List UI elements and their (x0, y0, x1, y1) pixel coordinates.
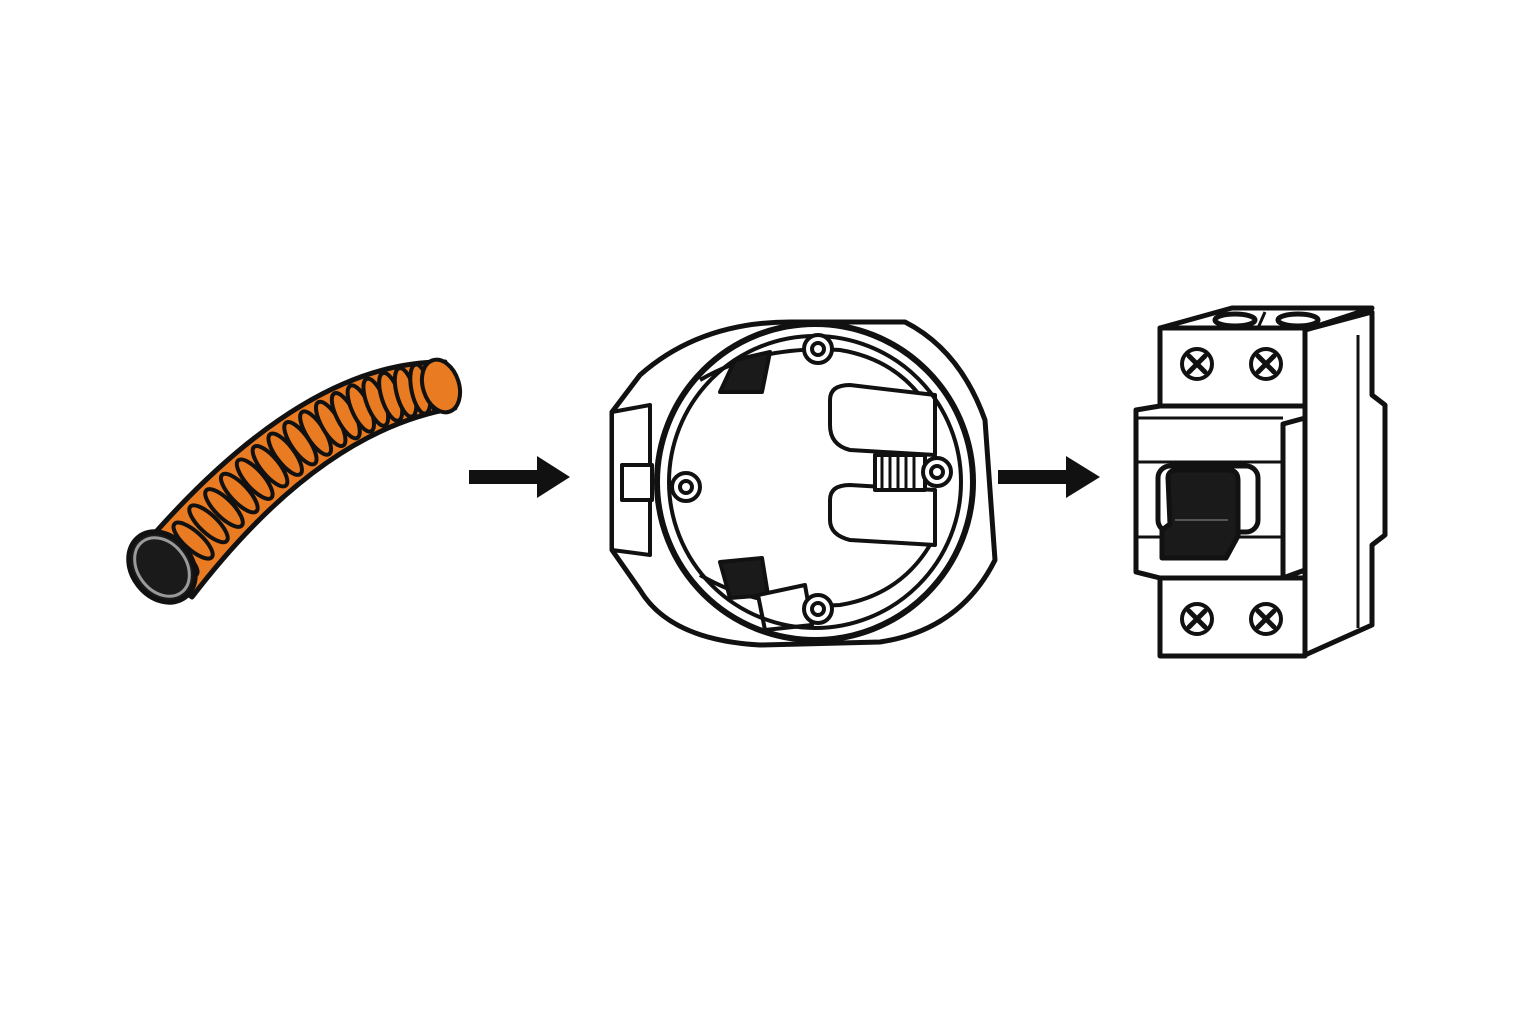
box-screw-channel (828, 483, 937, 547)
conduit-ribs (155, 359, 447, 578)
conduit-rib (203, 487, 245, 529)
corrugated-conduit-icon (126, 357, 463, 605)
conduit-opening-rim (133, 536, 191, 598)
screw-icon (1249, 347, 1283, 381)
conduit-end-cap (419, 357, 463, 415)
breaker-screws (1180, 347, 1283, 636)
box-side-slot (620, 463, 654, 502)
conduit-rib (234, 457, 275, 501)
box-front-ring (654, 321, 976, 643)
box-clamp-bottom (718, 556, 770, 600)
arrow-right-icon (469, 456, 570, 498)
circuit-breaker-icon (1133, 305, 1388, 659)
screw-icon (1180, 347, 1214, 381)
box-screw-channel (828, 383, 937, 457)
arrow-right-icon (998, 456, 1100, 498)
flush-mounting-box-icon (609, 319, 998, 648)
conduit-rib (187, 503, 230, 545)
screw-icon (1180, 602, 1214, 636)
breaker-terminal-slot (1212, 311, 1258, 329)
box-screw-holes (670, 333, 953, 625)
breaker-side (1302, 309, 1388, 658)
box-clamp-top (718, 350, 772, 394)
screw-icon (1249, 602, 1283, 636)
breaker-toggle-switch (1159, 467, 1241, 561)
conduit-rib (218, 471, 260, 515)
breaker-terminal-slot (1275, 311, 1321, 329)
